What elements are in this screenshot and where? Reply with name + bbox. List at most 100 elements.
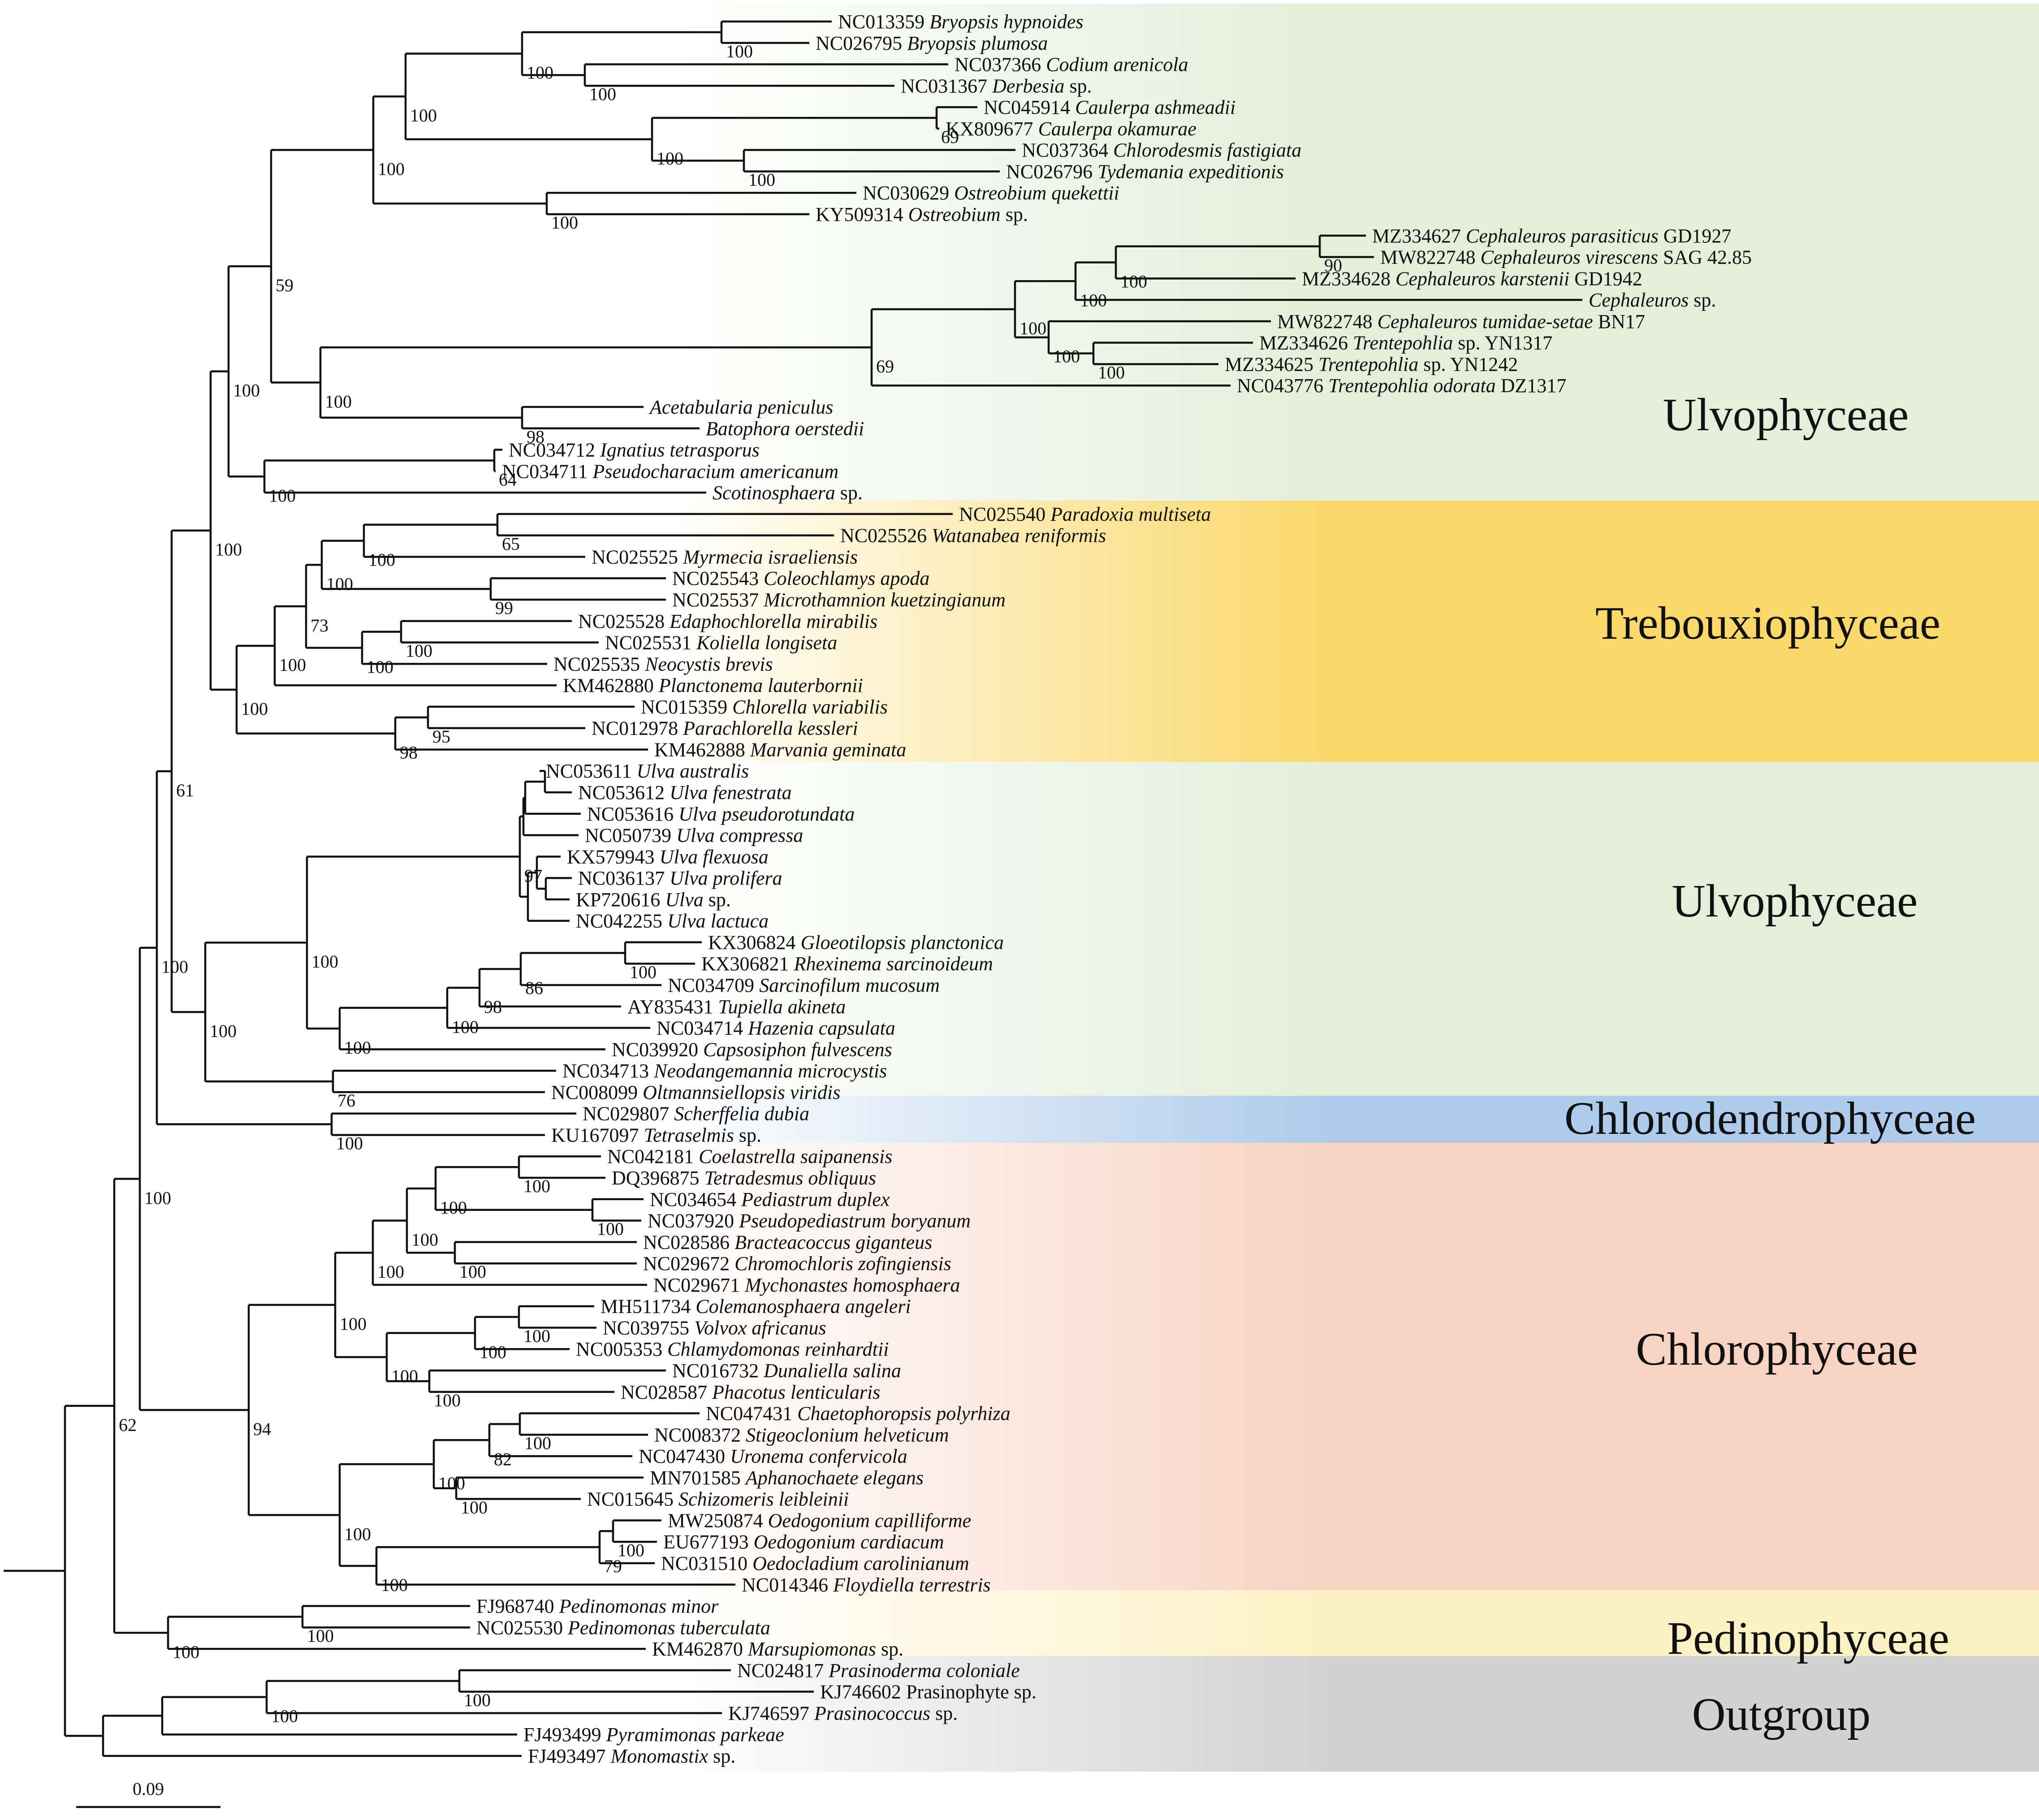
support-value: 100 <box>480 1342 506 1362</box>
support-value: 95 <box>432 726 450 747</box>
taxon-label: EU677193 Oedogonium cardiacum <box>663 1531 944 1553</box>
taxon-label: NC047431 Chaetophoropsis polyrhiza <box>706 1403 1011 1425</box>
support-value: 100 <box>173 1642 199 1662</box>
support-value: 100 <box>233 380 260 401</box>
support-value: 76 <box>337 1090 355 1111</box>
support-value: 100 <box>210 1021 237 1041</box>
support-value: 100 <box>618 1540 644 1560</box>
support-value: 100 <box>307 1625 334 1646</box>
taxon-label: KX306821 Rhexinema sarcinoideum <box>701 953 993 975</box>
support-value: 97 <box>524 865 542 886</box>
taxon-label: NC047430 Uronema confervicola <box>639 1445 907 1467</box>
support-value: 61 <box>176 780 194 800</box>
taxon-label: MW822748 Cephaleuros virescens SAG 42.85 <box>1380 246 1752 268</box>
taxon-label: NC030629 Ostreobium quekettii <box>863 182 1119 204</box>
taxon-label: NC037364 Chlorodesmis fastigiata <box>1022 139 1301 161</box>
support-value: 99 <box>495 598 513 618</box>
taxon-label: NC025535 Neocystis brevis <box>553 653 773 675</box>
taxon-label: NC025525 Myrmecia israeliensis <box>592 546 858 568</box>
support-value: 100 <box>406 641 432 661</box>
support-value: 100 <box>523 1176 550 1196</box>
taxon-label: NC036137 Ulva prolifera <box>578 867 782 889</box>
taxon-label: NC053611 Ulva australis <box>546 760 749 782</box>
taxon-label: KJ746597 Prasinococcus sp. <box>728 1702 958 1724</box>
taxon-label: NC029672 Chromochloris zofingiensis <box>643 1253 951 1275</box>
support-value: 100 <box>459 1262 486 1282</box>
support-value: 98 <box>484 997 502 1017</box>
taxon-label: NC028586 Bracteacoccus giganteus <box>643 1231 932 1253</box>
support-value: 100 <box>241 699 268 719</box>
taxon-label: Scotinosphaera sp. <box>713 482 863 504</box>
taxon-label: NC053612 Ulva fenestrata <box>578 782 792 804</box>
support-value: 100 <box>311 951 338 972</box>
taxon-label: NC025528 Edaphochlorella mirabilis <box>578 610 877 632</box>
taxon-label: MZ334628 Cephaleuros karstenii GD1942 <box>1302 268 1642 290</box>
support-value: 100 <box>279 655 306 675</box>
support-value: 98 <box>400 743 418 763</box>
clade-label: Chlorophyceae <box>1636 1323 1918 1375</box>
support-value: 82 <box>494 1449 512 1469</box>
taxon-label: MZ334627 Cephaleuros parasiticus GD1927 <box>1372 225 1731 247</box>
support-value: 62 <box>119 1415 137 1435</box>
taxon-label: AY835431 Tupiella akineta <box>627 996 846 1018</box>
taxon-label: KP720616 Ulva sp. <box>576 889 731 911</box>
taxon-label: Acetabularia peniculus <box>648 396 833 418</box>
support-value: 100 <box>524 1433 551 1453</box>
support-value: 100 <box>440 1197 467 1218</box>
clade-label: Chlorodendrophyceae <box>1564 1093 1976 1144</box>
taxon-label: NC016732 Dunaliella salina <box>672 1360 901 1382</box>
support-value: 65 <box>502 534 520 554</box>
taxon-label: NC025526 Watanabea reniformis <box>840 525 1106 547</box>
taxon-label: NC008372 Stigeoclonium helveticum <box>654 1424 949 1446</box>
support-value: 69 <box>876 356 894 376</box>
support-value: 69 <box>941 127 959 147</box>
taxon-label: NC015359 Chlorella variabilis <box>641 696 888 718</box>
support-value: 100 <box>344 1038 371 1058</box>
support-value: 100 <box>597 1219 624 1239</box>
taxon-label: NC025531 Koliella longiseta <box>605 632 837 654</box>
taxon-label: NC037920 Pseudopediastrum boryanum <box>648 1210 971 1232</box>
support-value: 100 <box>326 574 353 594</box>
taxon-label: NC034714 Hazenia capsulata <box>657 1017 895 1039</box>
band-outgroup <box>672 1656 2039 1772</box>
taxon-label: NC013359 Bryopsis hypnoides <box>838 11 1084 33</box>
support-value: 100 <box>269 485 296 506</box>
support-value: 100 <box>344 1524 371 1544</box>
support-value: 100 <box>1020 318 1046 338</box>
taxon-label: DQ396875 Tetradesmus obliquus <box>612 1167 876 1189</box>
support-value: 100 <box>340 1314 367 1334</box>
taxon-label: NC039920 Capsosiphon fulvescens <box>612 1038 892 1060</box>
taxon-label: NC034709 Sarcinofilum mucosum <box>668 974 940 996</box>
clade-label: Trebouxiophyceae <box>1595 597 1940 649</box>
band-pedinophyceae <box>672 1590 2039 1656</box>
taxon-label: KX809677 Caulerpa okamurae <box>946 118 1197 140</box>
clade-label: Pedinophyceae <box>1667 1612 1949 1664</box>
support-value: 100 <box>551 212 578 233</box>
support-value: 79 <box>604 1556 622 1576</box>
support-value: 100 <box>589 84 616 104</box>
band-trebouxiophyceae <box>672 501 2039 762</box>
taxon-label: NC014346 Floydiella terrestris <box>742 1574 991 1596</box>
taxon-label: NC024817 Prasinoderma coloniale <box>737 1660 1020 1682</box>
support-value: 100 <box>368 550 395 570</box>
support-value: 100 <box>410 105 437 125</box>
support-value: 100 <box>1080 290 1107 310</box>
support-value: 100 <box>1053 346 1080 367</box>
taxon-label: MH511734 Colemanosphaera angeleri <box>600 1296 911 1318</box>
taxon-label: KX579943 Ulva flexuosa <box>567 846 769 868</box>
support-value: 94 <box>253 1419 271 1439</box>
taxon-label: MW250874 Oedogonium capilliforme <box>668 1509 971 1531</box>
support-value: 100 <box>464 1690 491 1710</box>
support-value: 100 <box>325 392 352 412</box>
taxon-label: NC025537 Microthamnion kuetzingianum <box>672 589 1006 611</box>
support-value: 100 <box>1098 363 1125 383</box>
support-value: 100 <box>461 1497 488 1517</box>
band-chlorodendrophyceae <box>672 1096 2039 1143</box>
taxon-label: NC043776 Trentepohlia odorata DZ1317 <box>1237 375 1566 397</box>
taxon-label: NC025530 Pedinomonas tuberculata <box>476 1617 770 1638</box>
taxon-label: NC026796 Tydemania expeditionis <box>1006 160 1284 182</box>
support-value: 100 <box>161 957 188 977</box>
taxon-label: NC045914 Caulerpa ashmeadii <box>984 96 1235 118</box>
